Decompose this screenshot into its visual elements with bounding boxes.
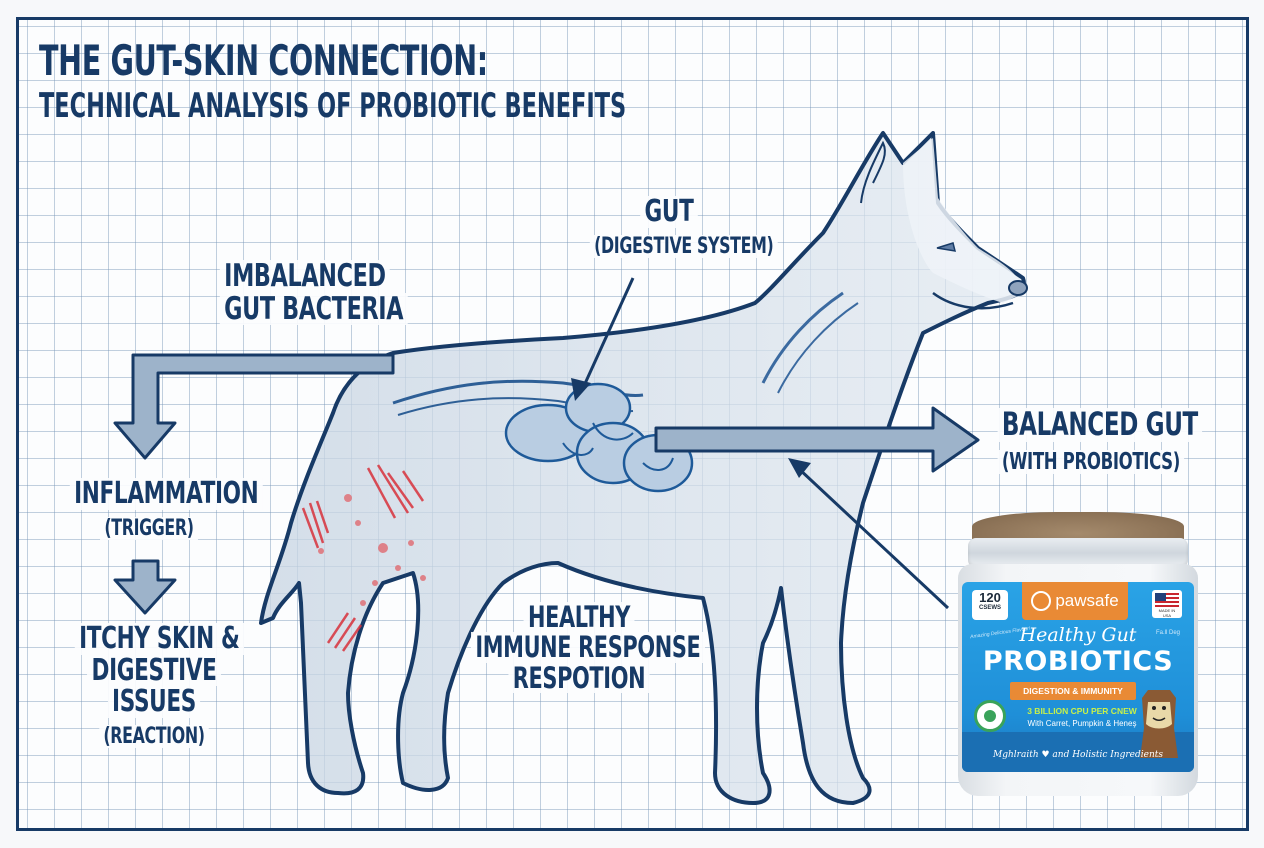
right-arrow-icon [654, 406, 980, 473]
paw-seal-icon [974, 700, 1006, 732]
itchy-skin-label: ITCHY SKIN & DIGESTIVE ISSUES (REACTION) [74, 623, 244, 749]
product-subtitle: Healthy Gut [1019, 624, 1137, 646]
balanced-gut-label: BALANCED GUT (WITH PROBIOTICS) [997, 407, 1203, 475]
skin-irritation-marks [301, 464, 425, 652]
blueprint-sheet: THE GUT-SKIN CONNECTION: TECHNICAL ANALY… [16, 17, 1249, 831]
pointer-arrow-icon [571, 378, 591, 401]
imbalanced-bacteria-label: IMBALANCED GUT BACTERIA [219, 260, 408, 326]
ingredients-text: With Carret, Pumpkin & Heneş [1027, 719, 1137, 728]
us-flag-icon: MADE IN USA [1152, 590, 1182, 618]
gut-label: GUT (DIGESTIVE SYSTEM) [589, 196, 778, 259]
dog-anatomy-illustration [113, 131, 1028, 805]
side-note: Fa.ll Deg [1155, 630, 1180, 636]
count-badge: 120 CSEWS [972, 590, 1008, 620]
dog-cat-silhouette-icon [1031, 591, 1052, 611]
down-arrow-icon [113, 353, 395, 460]
footer-tagline: Mghlraith ♥ and Holistic Ingredients [993, 750, 1163, 760]
page-subtitle: TECHNICAL ANALYSIS OF PROBIOTIC BENEFITS [39, 86, 627, 126]
dog-mascot-icon [1140, 690, 1178, 758]
cfu-text: 3 BILLION CPU PER CNEW [1027, 706, 1137, 716]
pointer-arrow-icon [788, 458, 811, 478]
probiotic-jar: 120 CSEWS pawsafe MADE IN USA Amazing De… [958, 512, 1198, 802]
benefit-banner: DIGESTION & IMMUNITY [1010, 682, 1136, 700]
brand-logo: pawsafe [1022, 582, 1128, 620]
product-name: PROBIOTICS [982, 646, 1174, 677]
inflammation-label: INFLAMMATION (TRIGGER) [69, 478, 263, 541]
down-arrow-icon [113, 559, 177, 615]
jar-label: 120 CSEWS pawsafe MADE IN USA Amazing De… [962, 582, 1194, 772]
healthy-immune-label: HEALTHY IMMUNE RESPONSE RESPOTION [471, 602, 705, 693]
page-title: THE GUT-SKIN CONNECTION: [39, 36, 488, 85]
jar-rim [968, 538, 1188, 568]
